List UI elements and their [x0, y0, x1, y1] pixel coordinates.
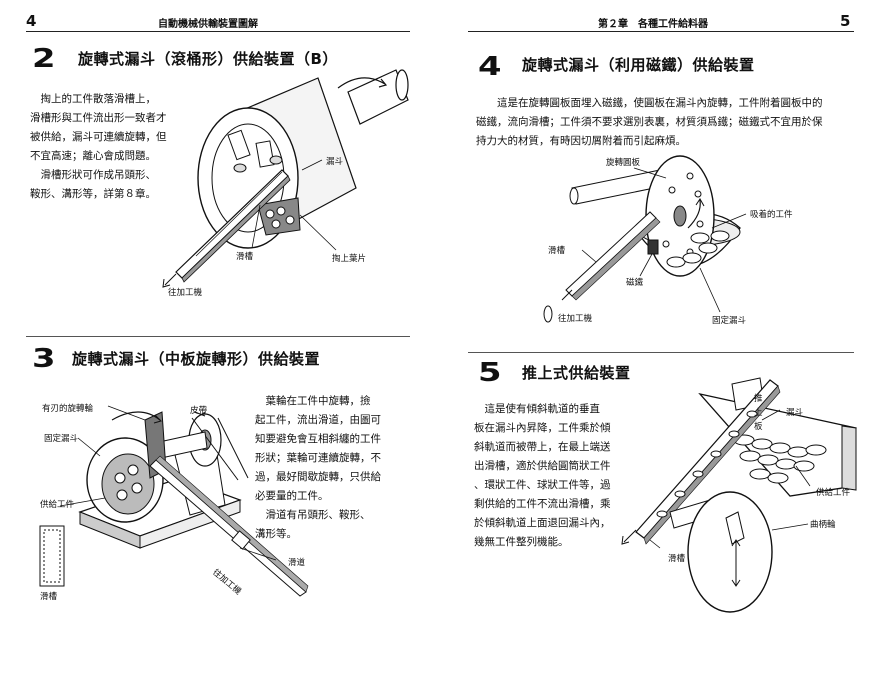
- sec4-body: 這是在旋轉圓板面埋入磁鐵，使圓板在漏斗內旋轉，工件附着圓板中的 磁鐵，流向滑槽；…: [476, 97, 823, 147]
- sec2-label-hopper: 漏斗: [326, 157, 344, 167]
- sec4-label-rotating-disc: 旋轉圓板: [606, 158, 641, 168]
- sec3-label-belt: 皮帶: [190, 406, 208, 416]
- sec2-body: 掏上的工件散落滑槽上， 滑槽形與工件流出形一致者才 被供給，漏斗可連續旋轉，但 …: [30, 93, 167, 200]
- right-running-header: 第２章 各種工件給料器: [598, 19, 708, 30]
- sec3-title: 旋轉式漏斗（中板旋轉形）供給裝置: [72, 350, 321, 368]
- sec2-label-to-machine: 往加工機: [168, 288, 203, 298]
- sec3-label-bladed-wheel: 有刃的旋轉輪: [42, 404, 94, 414]
- sec5-label-supply-work: 供給工件: [816, 488, 851, 498]
- sec3-body: 葉輪在工件中旋轉，撿 起工件，流出滑道，由圖可 知要避免會互相斜纏的工件 形狀；…: [255, 395, 381, 540]
- sec3-number: 3: [32, 344, 56, 374]
- sec3-label-runway: 滑道: [288, 558, 306, 568]
- sec5-title: 推上式供給裝置: [522, 364, 631, 382]
- sec4-title: 旋轉式漏斗（利用磁鐵）供給裝置: [522, 56, 755, 74]
- sec2-title: 旋轉式漏斗（滾桶形）供給裝置（B）: [78, 50, 338, 68]
- sec2-label-chute: 滑槽: [236, 252, 254, 262]
- sec4-label-attracted-work: 吸着的工件: [750, 210, 793, 220]
- sec3-label-fixed-hopper: 固定漏斗: [44, 434, 79, 444]
- left-running-header: 自動機械供輸裝置圖解: [158, 19, 258, 30]
- sec4-label-to-machine: 往加工機: [558, 314, 593, 324]
- sec5-label-crank-wheel: 曲柄輪: [810, 520, 836, 530]
- sec2-number: 2: [32, 44, 56, 74]
- sec5-label-push-plate-1: 推: [754, 394, 763, 404]
- sec5-number: 5: [478, 358, 502, 388]
- sec5-label-chute: 滑槽: [668, 554, 686, 564]
- sec4-number: 4: [478, 52, 502, 82]
- sec2-label-scoop-blade: 掏上葉片: [332, 254, 367, 264]
- left-page-number: 4: [26, 12, 37, 30]
- sec3-label-supply-work: 供給工件: [40, 500, 75, 510]
- sec4-label-magnet: 磁鐵: [626, 278, 644, 288]
- left-section-divider: [26, 336, 410, 337]
- sec5-label-hopper: 漏斗: [786, 408, 804, 418]
- right-header-rule: [468, 31, 854, 32]
- sec5-body: 這是使有傾斜軌道的垂直 板在漏斗內昇降，工件乘於傾 斜軌道而被帶上，在最上端送 …: [474, 403, 611, 548]
- sec5-label-push-plate-3: 板: [754, 422, 763, 432]
- left-header-rule: [26, 31, 410, 32]
- sec4-label-fixed-hopper: 固定漏斗: [712, 316, 747, 326]
- right-page-number: 5: [840, 12, 851, 30]
- sec4-label-chute: 滑槽: [548, 246, 566, 256]
- sec3-label-chute: 滑槽: [40, 592, 58, 602]
- right-section-divider: [468, 352, 854, 353]
- sec5-label-push-plate-2: 上: [754, 408, 763, 418]
